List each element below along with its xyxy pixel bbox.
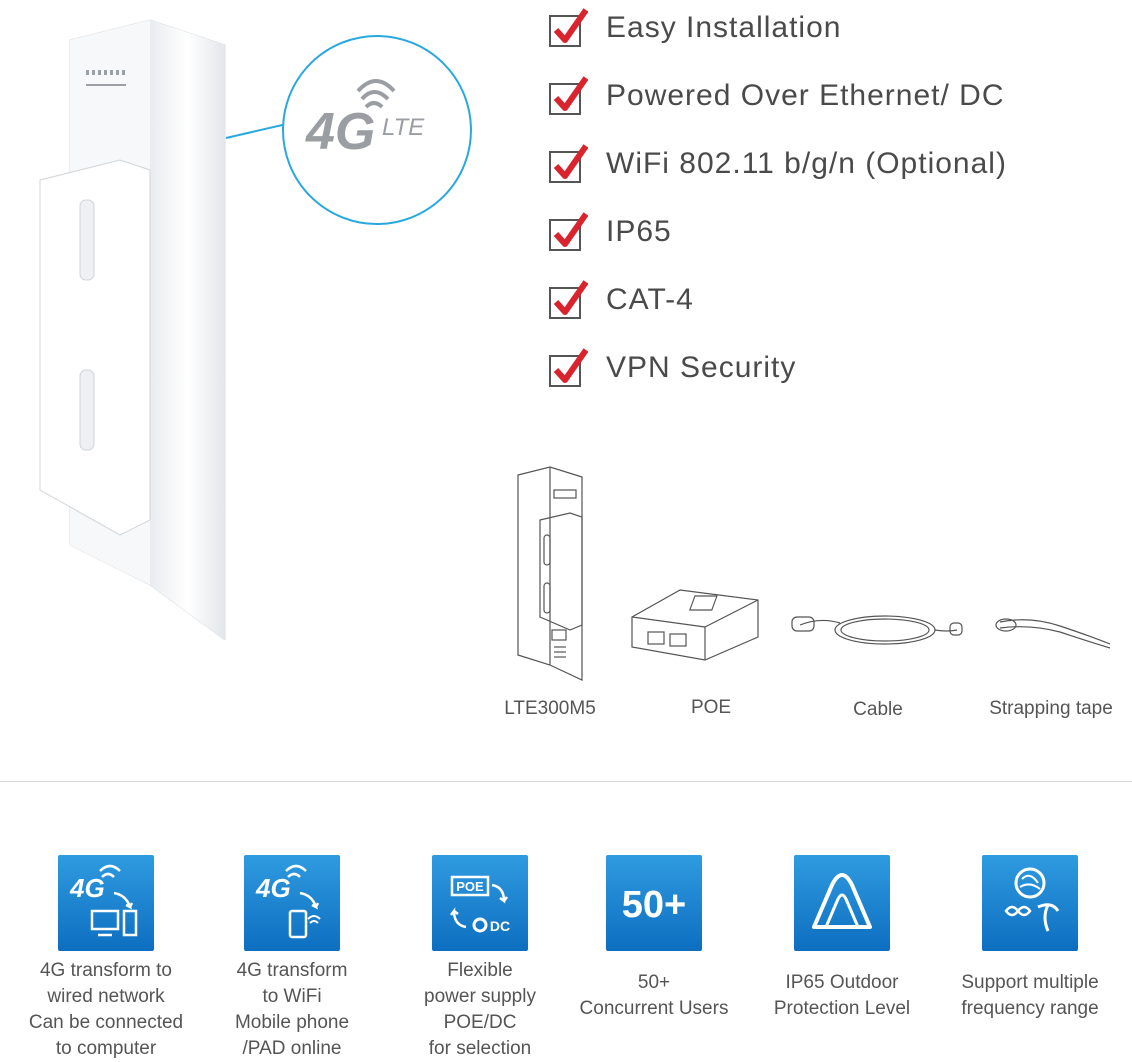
checkmark-icon — [549, 280, 588, 319]
badge-4g-text: 4G — [305, 103, 375, 161]
feature-label: VPN Security — [606, 351, 797, 384]
checkmark-icon — [549, 212, 588, 251]
wired-network-caption: 4G transform to wired network Can be con… — [29, 958, 183, 1062]
feature-label: IP65 — [606, 215, 672, 248]
badge-lte-text: LTE — [382, 114, 425, 141]
tile-50plus-text: 50+ — [622, 884, 686, 926]
strapping-tape-drawing — [995, 618, 1111, 649]
caption-line: Can be connected — [28, 1012, 184, 1033]
tile-4g-text: 4G — [69, 873, 105, 903]
4g-lte-badge: 4G LTE — [282, 35, 472, 225]
ip65-tile — [794, 855, 890, 951]
caption-line: power supply — [424, 986, 536, 1007]
checkmark-icon — [549, 144, 588, 183]
caption-line: frequency range — [961, 998, 1099, 1019]
poe-adapter-drawing — [631, 589, 759, 661]
checkmark-icon — [549, 76, 588, 115]
caption-line: /PAD online — [242, 1038, 342, 1059]
frequency-range-caption: Support multiple frequency range — [961, 970, 1098, 1022]
tile-4g-text: 4G — [255, 873, 291, 903]
feature-label: Powered Over Ethernet/ DC — [606, 79, 1005, 112]
wired-network-tile: 4G — [58, 855, 154, 951]
tile-poe-text: POE — [456, 879, 484, 894]
concurrent-users-caption: 50+ Concurrent Users — [580, 970, 729, 1022]
package-item-label: POE — [690, 697, 732, 718]
tile-dc-text: DC — [490, 918, 510, 934]
caption-line: IP65 Outdoor — [785, 972, 899, 993]
feature-item: VPN Security — [548, 348, 796, 388]
concurrent-users-tile: 50+ — [606, 855, 702, 951]
feature-item: Easy Installation — [548, 8, 841, 48]
caption-line: 4G transform — [236, 960, 348, 981]
caption-line: POE/DC — [443, 1012, 517, 1033]
feature-item: Powered Over Ethernet/ DC — [548, 76, 1005, 116]
power-cable-drawing — [791, 615, 963, 645]
package-item-label: Cable — [853, 699, 903, 720]
feature-label: CAT-4 — [606, 283, 694, 316]
feature-label: Easy Installation — [606, 11, 842, 44]
caption-line: to computer — [55, 1038, 157, 1059]
package-item-label: LTE300M5 — [504, 698, 596, 719]
poe-dc-tile: POE DC — [432, 855, 528, 951]
device-line-drawing — [517, 466, 583, 681]
caption-line: Support multiple — [961, 972, 1099, 993]
caption-line: wired network — [47, 986, 165, 1007]
caption-line: Flexible — [447, 960, 513, 981]
checkmark-icon — [549, 348, 588, 387]
caption-line: for selection — [428, 1038, 532, 1059]
feature-item: IP65 — [548, 212, 672, 252]
section-divider — [0, 781, 1132, 782]
caption-line: 4G transform to — [39, 960, 172, 981]
frequency-range-tile — [982, 855, 1078, 951]
checkmark-icon — [549, 8, 588, 47]
caption-line: Mobile phone — [234, 1012, 350, 1033]
feature-item: WiFi 802.11 b/g/n (Optional) — [548, 144, 1007, 184]
caption-line: Concurrent Users — [579, 998, 729, 1019]
poe-dc-caption: Flexible power supply POE/DC for selecti… — [424, 958, 536, 1062]
package-item-label: Strapping tape — [989, 698, 1113, 719]
ip65-caption: IP65 Outdoor Protection Level — [774, 970, 910, 1022]
product-device-image — [39, 19, 226, 640]
package-contents: LTE300M5 POE Cable Strapping tape — [480, 450, 1132, 730]
caption-line: 50+ — [637, 972, 671, 993]
wifi-mobile-tile: 4G — [244, 855, 340, 951]
wifi-mobile-caption: 4G transform to WiFi Mobile phone /PAD o… — [235, 958, 349, 1062]
caption-line: Protection Level — [773, 998, 911, 1019]
feature-label: WiFi 802.11 b/g/n (Optional) — [606, 147, 1007, 180]
caption-line: to WiFi — [262, 986, 322, 1007]
feature-item: CAT-4 — [548, 280, 694, 320]
